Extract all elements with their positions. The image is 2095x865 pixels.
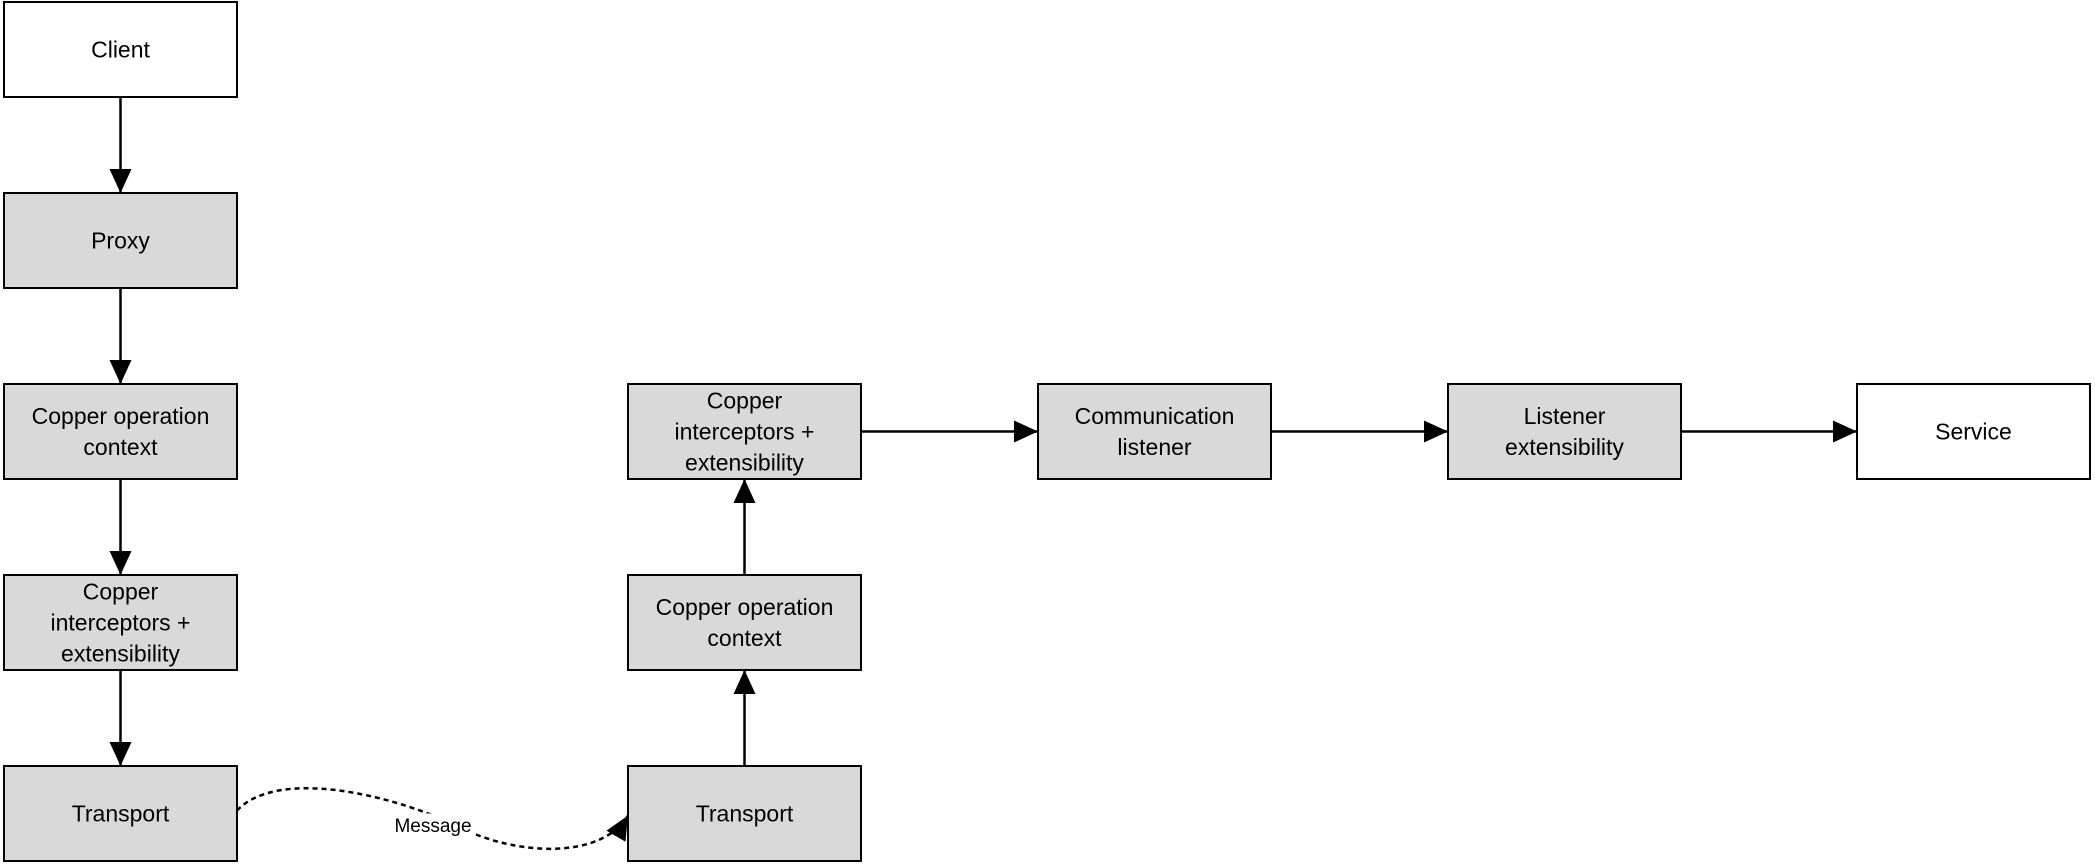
node-box [627, 383, 862, 480]
node-label-line: Client [91, 37, 150, 63]
node-client-op-context: Copper operation context [3, 383, 238, 480]
node-server-op-context: Copper operation context [627, 574, 862, 671]
node-box [1856, 383, 2091, 480]
node-proxy: Proxy [3, 192, 238, 289]
node-client-transport: Transport [3, 765, 238, 862]
node-box [3, 574, 238, 671]
node-label-line: Copper [83, 579, 159, 605]
node-label-line: Listener [1524, 403, 1606, 429]
node-box [1037, 383, 1272, 480]
edge-label-background [392, 813, 474, 840]
node-label-line: listener [1117, 434, 1191, 460]
node-label-line: extensibility [1505, 434, 1624, 460]
node-label-line: Transport [696, 801, 794, 827]
node-label-line: Proxy [91, 228, 150, 254]
edge-label-message: Message [394, 816, 471, 837]
node-client: Client [3, 1, 238, 98]
node-communication-listener: Communication listener [1037, 383, 1272, 480]
node-label-line: extensibility [685, 450, 804, 476]
node-box [3, 383, 238, 480]
node-label-line: Communication [1075, 403, 1235, 429]
node-box [627, 765, 862, 862]
node-label-line: Copper operation [32, 403, 210, 429]
node-box [1447, 383, 1682, 480]
node-server-transport: Transport [627, 765, 862, 862]
node-label-line: Copper operation [656, 594, 834, 620]
node-label-line: context [83, 434, 158, 460]
node-label-line: extensibility [61, 641, 180, 667]
node-label-line: Service [1935, 419, 2012, 445]
node-box [3, 192, 238, 289]
node-service: Service [1856, 383, 2091, 480]
node-listener-extensibility: Listener extensibility [1447, 383, 1682, 480]
edge-client-transport-to-server-transport: Message [236, 786, 630, 851]
node-box [3, 765, 238, 862]
node-client-interceptors: Copper interceptors + extensibility [3, 574, 238, 671]
node-label-line: Copper [707, 388, 783, 414]
node-box [3, 1, 238, 98]
node-box [627, 574, 862, 671]
node-label-line: interceptors + [675, 419, 815, 445]
node-label-line: context [707, 625, 782, 651]
node-label-line: Transport [72, 801, 170, 827]
node-label-line: interceptors + [51, 610, 191, 636]
node-server-interceptors: Copper interceptors + extensibility [627, 383, 862, 480]
edges-layer: Message [109, 97, 1857, 851]
